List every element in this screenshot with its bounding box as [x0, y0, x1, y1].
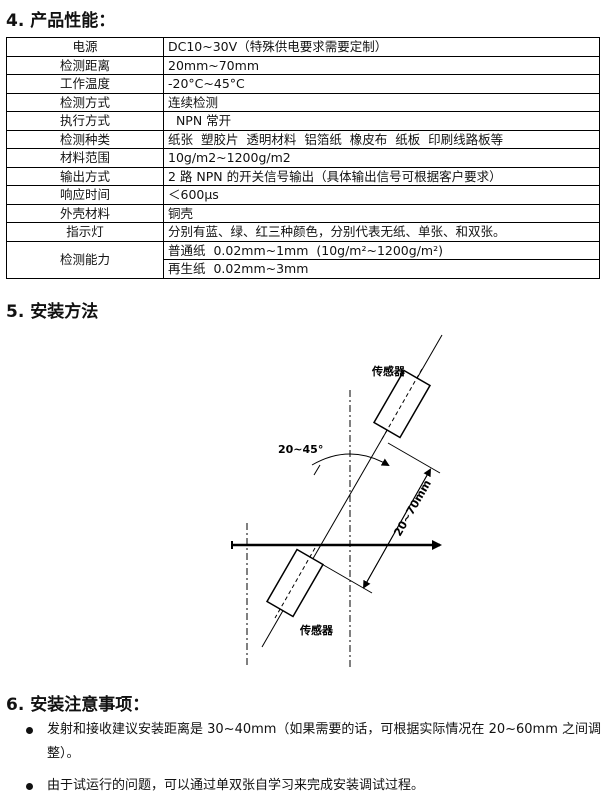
spec-value: 铜壳	[163, 203, 600, 223]
spec-key: 指示灯	[6, 222, 164, 242]
dimension-extension-top	[387, 442, 441, 474]
table-row: 工作温度-20°C~45°C	[6, 74, 600, 94]
bullet-icon	[26, 783, 33, 790]
spec-value: 纸张 塑胶片 透明材料 铝箔纸 橡皮布 纸板 印刷线路板等	[163, 129, 600, 149]
table-row: 响应时间＜600μs	[6, 185, 600, 205]
spec-key: 检测能力	[6, 240, 164, 279]
section-5-title: 5. 安装方法	[6, 302, 99, 322]
spec-value: ＜600μs	[163, 185, 600, 205]
spec-value: 分别有蓝、绿、红三种颜色，分别代表无纸、单张、和双张。	[163, 222, 600, 242]
spec-key: 工作温度	[6, 74, 164, 94]
spec-key: 电源	[6, 37, 164, 57]
section-6-title: 6. 安装注意事项：	[6, 695, 150, 715]
table-row: 检测方式连续检测	[6, 92, 600, 112]
list-item: 发射和接收建议安装距离是 30~40mm（如果需要的话，可根据实际情况在 20~…	[0, 718, 605, 766]
install-notes-list: 发射和接收建议安装距离是 30~40mm（如果需要的话，可根据实际情况在 20~…	[0, 718, 605, 798]
spec-value: -20°C~45°C	[163, 74, 600, 94]
bullet-text: 由于试运行的问题，可以通过单双张自学习来完成安装调试过程。	[47, 778, 425, 793]
angle-label: 20~45°	[278, 443, 323, 456]
distance-label: 20~70mm	[391, 478, 434, 539]
spec-value: NPN 常开	[163, 111, 600, 131]
section-4-title: 4. 产品性能：	[6, 11, 116, 31]
table-row: 指示灯分别有蓝、绿、红三种颜色，分别代表无纸、单张、和双张。	[6, 222, 600, 242]
table-row: 外壳材料铜壳	[6, 203, 600, 223]
dimension-extension-bottom	[319, 562, 373, 594]
spec-key: 检测种类	[6, 129, 164, 149]
spec-key: 材料范围	[6, 148, 164, 168]
spec-value: 20mm~70mm	[163, 55, 600, 75]
spec-key: 响应时间	[6, 185, 164, 205]
sensor-top	[372, 369, 432, 439]
spec-key: 执行方式	[6, 111, 164, 131]
spec-value: 普通纸 0.02mm~1mm (10g/m²~1200g/m²)	[163, 240, 600, 260]
spec-value: DC10~30V（特殊供电要求需要定制）	[163, 37, 600, 57]
table-row: 执行方式 NPN 常开	[6, 111, 600, 131]
bullet-text: 发射和接收建议安装距离是 30~40mm（如果需要的话，可根据实际情况在 20~…	[47, 722, 602, 761]
spec-key: 输出方式	[6, 166, 164, 186]
sensor-label-top: 传感器	[371, 364, 406, 378]
table-row: 检测能力 普通纸 0.02mm~1mm (10g/m²~1200g/m²)	[6, 240, 600, 279]
spec-value: 2 路 NPN 的开关信号输出（具体输出信号可根据客户要求）	[163, 166, 600, 186]
table-row: 检测种类纸张 塑胶片 透明材料 铝箔纸 橡皮布 纸板 印刷线路板等	[6, 129, 600, 149]
spec-key: 检测距离	[6, 55, 164, 75]
bullet-icon	[26, 727, 33, 734]
spec-key: 外壳材料	[6, 203, 164, 223]
table-row: 再生纸 0.02mm~3mm	[7, 259, 600, 279]
list-item: 由于试运行的问题，可以通过单双张自学习来完成安装调试过程。	[0, 774, 605, 798]
sensor-bottom	[265, 548, 325, 618]
angle-arc	[311, 453, 390, 467]
spec-value: 10g/m2~1200g/m2	[163, 148, 600, 168]
spec-key: 检测方式	[6, 92, 164, 112]
sensor-label-bottom: 传感器	[299, 623, 334, 637]
spec-value: 连续检测	[163, 92, 600, 112]
spec-value: 再生纸 0.02mm~3mm	[163, 259, 600, 279]
installation-diagram: 传感器 20~45° 20~70mm 传感器	[231, 334, 443, 670]
